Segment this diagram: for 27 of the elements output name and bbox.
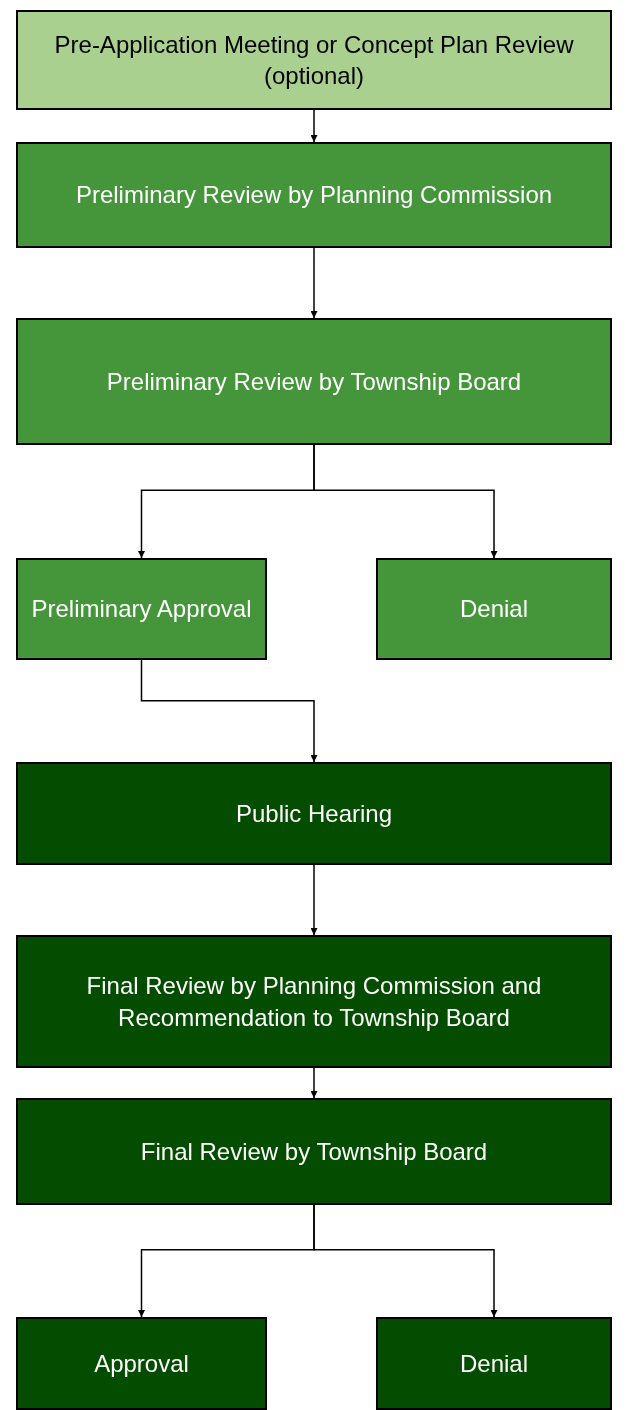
arrow: [310, 247, 318, 319]
process-box: [16, 142, 612, 248]
step-label: Preliminary Review by Planning Commission: [75, 180, 553, 211]
arrow: [310, 109, 318, 143]
arrow: [310, 1067, 318, 1099]
process-box: [16, 1317, 267, 1410]
process-box: [16, 558, 267, 660]
step-label: Preliminary Approval: [31, 594, 252, 625]
step-label: Public Hearing: [235, 798, 393, 829]
arrow: [313, 1204, 498, 1318]
process-box: [16, 318, 612, 445]
step-label: Pre-Application Meeting or Concept Plan Review (optional): [53, 29, 575, 91]
process-box: [376, 1317, 612, 1410]
step-label: Final Review by Township Board: [140, 1136, 488, 1167]
step-label: Preliminary Review by Township Board: [106, 366, 522, 397]
process-box: [16, 762, 612, 865]
step-label: Denial: [459, 1348, 528, 1379]
arrow: [310, 864, 318, 936]
process-box: [16, 10, 612, 110]
step-label: Final Review by Planning Commission and Recommendation to Township Board: [85, 971, 543, 1033]
process-box: [16, 935, 612, 1068]
process-box: [376, 558, 612, 660]
step-label: Approval: [94, 1348, 189, 1379]
arrow: [313, 444, 498, 559]
arrow: [140, 659, 318, 763]
step-label: Denial: [459, 594, 528, 625]
process-box: [16, 1098, 612, 1205]
